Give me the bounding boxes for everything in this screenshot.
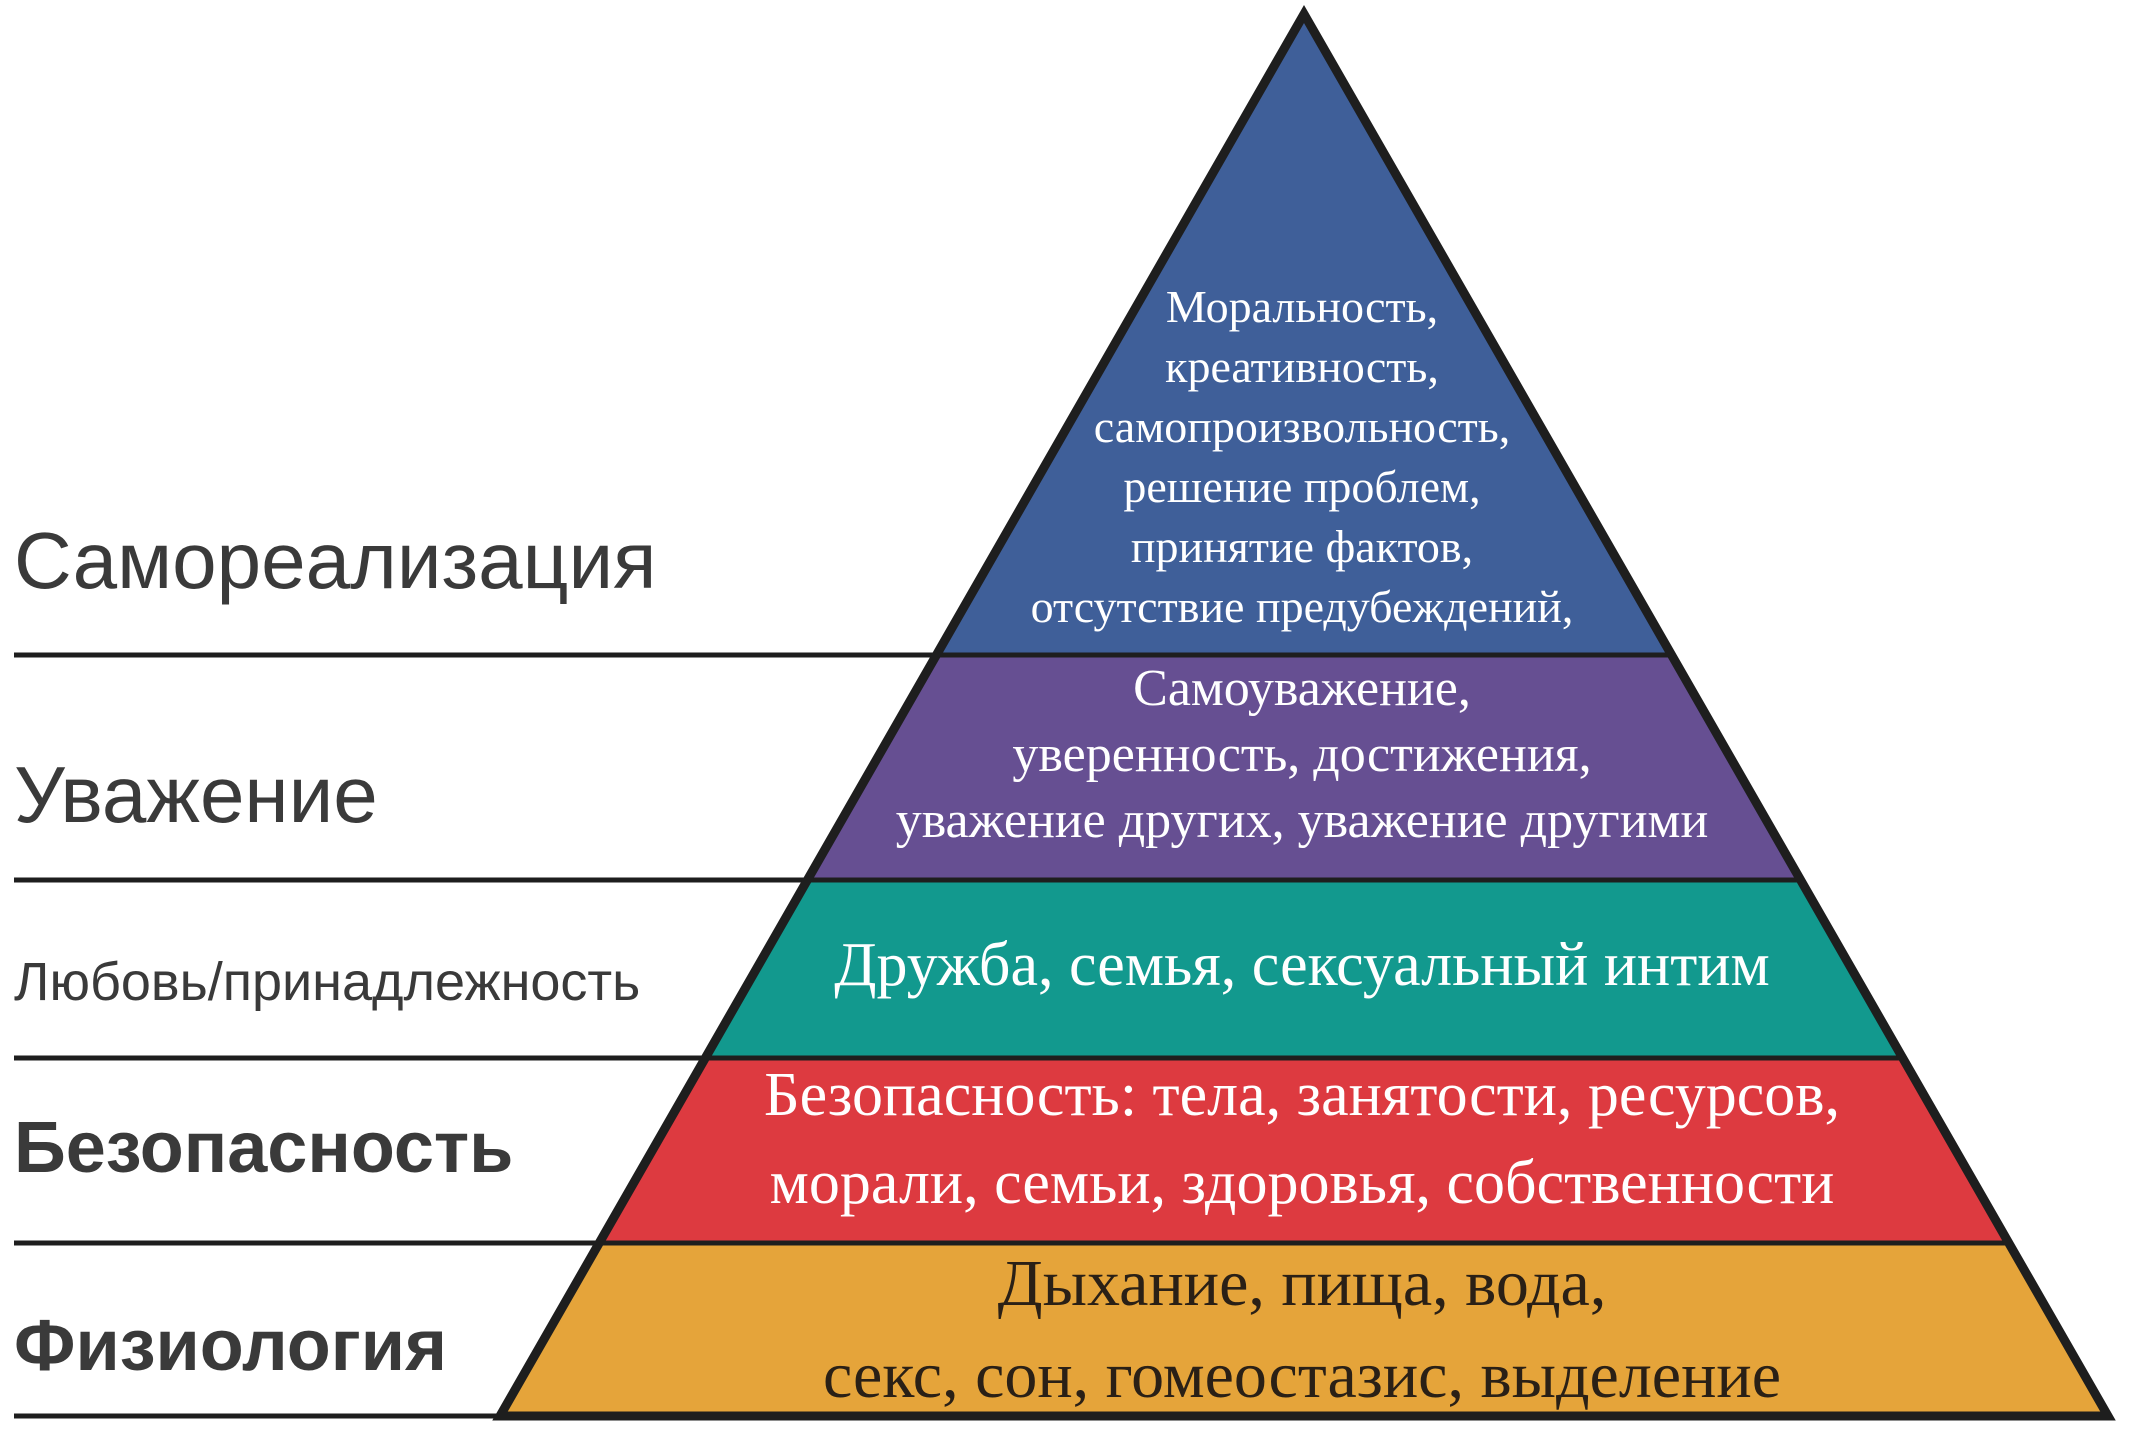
pyramid-tier (807, 655, 1801, 880)
pyramid-outline (492, 4, 2116, 1421)
pyramid-tiers (500, 14, 2108, 1416)
level-label: Физиология (14, 1306, 447, 1386)
level-labels: СамореализацияУважениеЛюбовь/принадлежно… (14, 516, 657, 1386)
level-label: Любовь/принадлежность (14, 952, 640, 1012)
tier-text-line: Самоуважение, (1133, 660, 1471, 717)
level-label: Уважение (14, 750, 378, 839)
tier-text-line: решение проблем, (1123, 461, 1480, 512)
tier-text-line: морали, семьи, здоровья, собственности (770, 1149, 1835, 1217)
pyramid-tier (705, 880, 1903, 1058)
tier-text-line: Дыхание, пища, вода, (998, 1247, 1607, 1320)
tier-text-line: Дружба, семья, сексуальный интим (834, 931, 1769, 999)
tier-text-line: секс, сон, гомеостазис, выделение (823, 1339, 1781, 1412)
tier-text-line: Безопасность: тела, занятости, ресурсов, (764, 1061, 1840, 1129)
pyramid-tier (936, 14, 1672, 655)
tier-text-line: уважение других, уважение другими (896, 792, 1709, 849)
level-label: Безопасность (14, 1108, 513, 1188)
tier-text-line: Моральность, (1166, 281, 1438, 332)
tier-text-line: принятие фактов, (1131, 521, 1473, 572)
tier-text-line: креативность, (1165, 341, 1439, 392)
tier-texts: Моральность, креативность, самопроизвольно… (764, 281, 1840, 1412)
pyramid-tier (599, 1058, 2009, 1243)
tier-text-line: отсутствие предубеждений, (1031, 581, 1574, 632)
level-label: Самореализация (14, 516, 657, 605)
tier-text-line: уверенность, достижения, (1012, 726, 1591, 783)
pyramid-tier (500, 1243, 2108, 1416)
tier-text-line: самопроизвольность, (1094, 401, 1510, 452)
